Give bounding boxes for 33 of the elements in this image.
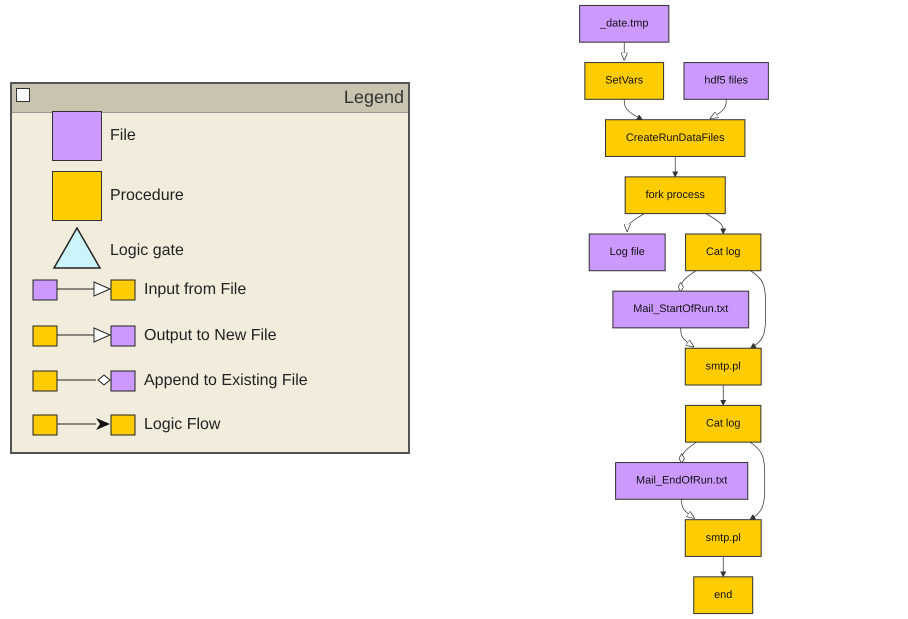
arrow <box>706 213 726 234</box>
file-box: Mail_StartOfRun.txt <box>612 290 750 328</box>
arrow <box>624 98 643 120</box>
arrow <box>750 270 766 349</box>
arrow <box>720 384 726 406</box>
legend-label: Output to New File <box>144 327 276 345</box>
arrow <box>709 98 727 120</box>
procedure-box: smtp.pl <box>684 519 762 557</box>
legend-title: Legend <box>344 87 404 108</box>
file-box: _date.tmp <box>579 4 670 43</box>
legend-label: File <box>110 127 136 145</box>
arrow <box>680 328 695 348</box>
arrow <box>681 498 696 519</box>
legend-label: Procedure <box>110 187 184 205</box>
file-box: Log file <box>588 233 666 272</box>
file-box: Mail_EndOfRun.txt <box>615 462 748 500</box>
legend-label: Logic gate <box>110 242 184 260</box>
procedure-box: Cat log <box>685 233 762 272</box>
arrow <box>672 156 678 178</box>
procedure-box: SetVars <box>584 62 664 100</box>
procedure-box: fork process <box>624 176 726 214</box>
procedure-box: CreateRunDataFiles <box>605 119 746 157</box>
procedure-box: Cat log <box>685 404 762 443</box>
arrow <box>720 556 726 578</box>
procedure-box: end <box>693 576 754 614</box>
arrow <box>623 213 645 232</box>
legend-label: Append to Existing File <box>144 372 308 390</box>
file-box: hdf5 files <box>684 62 769 100</box>
procedure-box: smtp.pl <box>684 348 762 386</box>
legend-label: Input from File <box>144 281 246 299</box>
arrow <box>750 442 766 520</box>
legend-label: Logic Flow <box>144 416 220 434</box>
arrow <box>620 42 628 61</box>
